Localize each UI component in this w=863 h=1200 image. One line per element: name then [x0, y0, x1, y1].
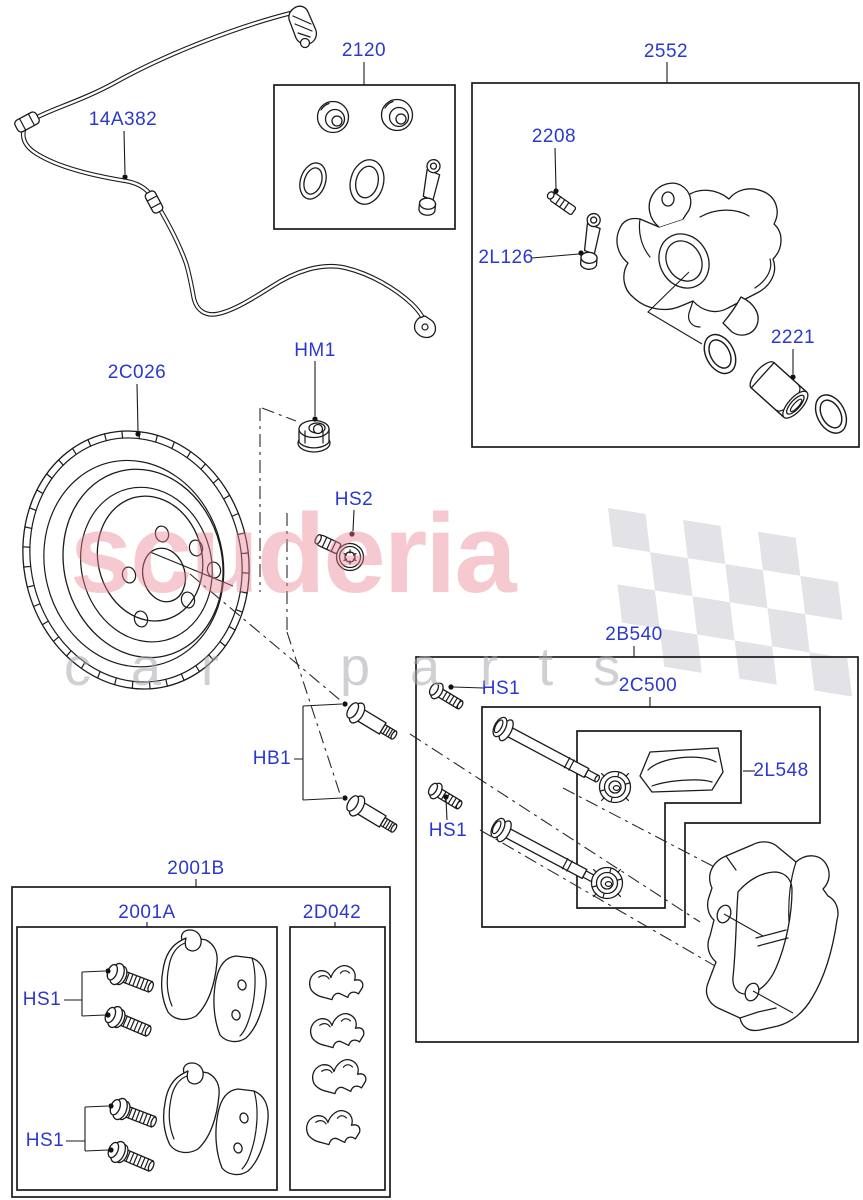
label-2001a[interactable]: 2001A [118, 902, 176, 923]
label-2552[interactable]: 2552 [643, 41, 689, 62]
guide-pin-drawing [489, 713, 605, 791]
pad-bolt-drawing [101, 1002, 156, 1043]
label-hm1[interactable]: HM1 [294, 340, 336, 361]
label-hs1-pad-bottom[interactable]: HS1 [25, 1130, 65, 1151]
seal-kit-box [273, 62, 456, 230]
pad-bolt-drawing [104, 1137, 159, 1178]
label-2120[interactable]: 2120 [341, 40, 387, 61]
fitting-kit-box [289, 926, 386, 1191]
piston-drawing [749, 361, 809, 419]
pad-kit-box [11, 879, 391, 1198]
pad-bolt-drawing [103, 959, 158, 999]
guide-pin-drawing [487, 814, 603, 892]
pad-clip-drawing [310, 1056, 368, 1098]
wire-grommet [144, 190, 164, 214]
carrier-bracket-drawing [705, 841, 839, 1032]
piston-seal [344, 155, 390, 209]
guide-pin-kit-box [481, 706, 821, 928]
label-2l126[interactable]: 2L126 [478, 247, 534, 268]
abs-sensor-wire-drawing [14, 5, 437, 339]
label-2d042[interactable]: 2D042 [302, 902, 362, 923]
label-2c500[interactable]: 2C500 [618, 675, 678, 696]
caliper-box [471, 62, 860, 448]
label-2b540[interactable]: 2B540 [605, 624, 663, 645]
carrier-bolts-drawing [294, 698, 402, 840]
label-2208[interactable]: 2208 [531, 126, 577, 147]
label-14a382[interactable]: 14A382 [88, 109, 158, 130]
label-hs2[interactable]: HS2 [334, 489, 374, 510]
bore-seal-drawing [697, 328, 743, 380]
grease-sachet-drawing [639, 747, 724, 793]
pad-clip-drawing [308, 1010, 366, 1052]
disc-screw-drawing [314, 509, 365, 572]
label-2221[interactable]: 2221 [770, 327, 816, 348]
brake-pads-drawing [160, 929, 267, 1043]
kit-bracket [417, 157, 442, 217]
brake-disc-drawing [22, 383, 250, 690]
carrier-kit-box [409, 646, 859, 1043]
label-2001b[interactable]: 2001B [167, 858, 225, 879]
label-hs1-pin-bottom[interactable]: HS1 [428, 820, 468, 841]
piston-seal [294, 158, 332, 204]
pin-bushing-drawing [598, 770, 632, 804]
sensor-head [413, 315, 437, 339]
guide-bolt-drawing [425, 679, 467, 714]
label-hb1[interactable]: HB1 [252, 748, 292, 769]
bleed-screw-drawing [546, 191, 577, 216]
cap-bush [316, 100, 350, 134]
hub-nut-drawing [297, 361, 331, 453]
label-hs1-pad-top[interactable]: HS1 [22, 989, 62, 1010]
wire-connector [288, 5, 318, 49]
pad-bolt-drawing [106, 1094, 161, 1134]
pad-clip-drawing [307, 962, 365, 1004]
checkered-flag-watermark [608, 508, 852, 697]
grease-box [576, 730, 742, 909]
caliper-body-drawing [616, 182, 782, 336]
caliper-bracket-pin-drawing [579, 212, 602, 271]
label-2l548[interactable]: 2L548 [753, 760, 809, 781]
axis-lines [189, 407, 341, 795]
pad-clip-drawing [304, 1107, 362, 1149]
cap-bush [380, 98, 414, 132]
label-2c026[interactable]: 2C026 [107, 362, 167, 383]
wire-grommet [14, 111, 40, 133]
brake-pads-drawing [162, 1062, 269, 1176]
label-hs1-pin-top[interactable]: HS1 [481, 678, 521, 699]
dust-seal-drawing [808, 388, 854, 440]
pin-bushing-drawing [590, 866, 624, 900]
